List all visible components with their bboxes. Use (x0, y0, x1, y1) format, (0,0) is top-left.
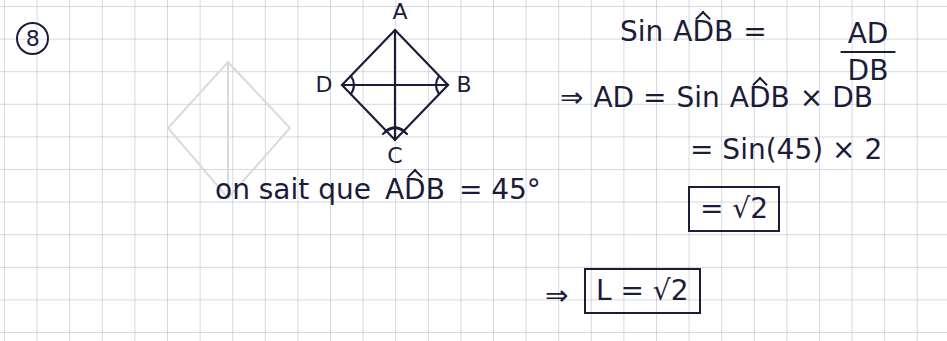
formula-text: ⇒ (560, 82, 583, 114)
formula-text: on sait que (215, 174, 371, 206)
vertex-label: B (456, 72, 471, 97)
vertex-label: A (392, 0, 407, 25)
formula-text: AD = (593, 82, 666, 114)
formula-text: Sin (677, 82, 720, 114)
vertex-label: D (316, 72, 333, 97)
angle-name: ADB (385, 174, 445, 206)
formula-text: Sin (620, 16, 663, 48)
node-text: 8 (26, 26, 40, 51)
vertex-label: C (387, 143, 402, 168)
node-text: = √2 (700, 193, 768, 225)
formula-text: ⇒ (545, 280, 568, 312)
result-box: L = √2 (584, 268, 701, 314)
formula-text: = Sin(45) × 2 (690, 134, 882, 166)
angle-name: ADB (673, 16, 733, 48)
square-figure (342, 30, 448, 140)
angle-name: ADB (730, 82, 790, 114)
answer-box: = √2 (688, 186, 780, 232)
node-text: L = √2 (596, 275, 689, 307)
formula-text: = (743, 16, 766, 48)
fraction-bar (841, 51, 896, 53)
formula-text: = 45° (459, 174, 541, 206)
fraction-numerator: AD (848, 18, 889, 50)
formula-text: × DB (800, 82, 873, 114)
